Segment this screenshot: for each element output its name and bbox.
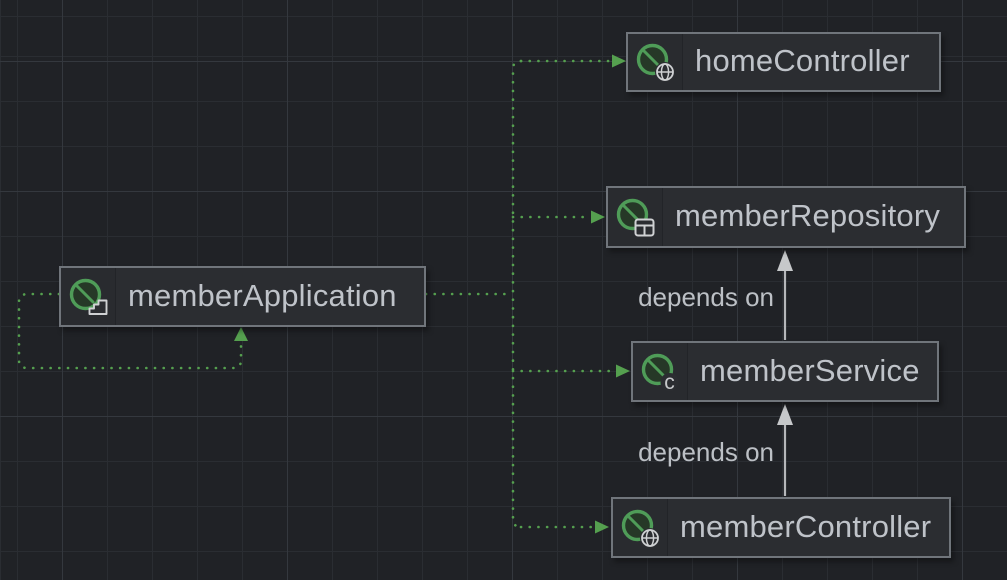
- node-memberController[interactable]: memberController: [611, 497, 951, 558]
- spring-bean-controller-icon: [628, 34, 683, 90]
- node-memberApplication[interactable]: memberApplication: [59, 266, 426, 327]
- node-label: memberApplication: [128, 277, 397, 313]
- arrowhead-memberController: [595, 520, 609, 534]
- spring-bean-controller-icon: [613, 499, 668, 556]
- node-memberRepository[interactable]: memberRepository: [606, 186, 966, 248]
- spring-bean-repository-icon: [608, 188, 663, 246]
- node-memberService[interactable]: c memberService: [631, 341, 939, 402]
- spring-bean-application-icon: [61, 268, 116, 325]
- arrowhead-self-loop: [234, 327, 248, 341]
- depends-on-label-2: depends on: [638, 437, 774, 467]
- arrowhead-to-repository: [777, 250, 793, 271]
- node-label: homeController: [695, 43, 910, 78]
- depends-on-label-1: depends on: [638, 282, 774, 312]
- spring-bean-component-icon: c: [633, 343, 688, 400]
- node-label: memberService: [700, 352, 920, 388]
- edge-trunk: [511, 59, 523, 529]
- arrowhead-memberService: [616, 364, 630, 378]
- svg-text:c: c: [664, 371, 675, 392]
- arrowhead-memberRepository: [591, 210, 605, 224]
- node-label: memberRepository: [675, 198, 941, 233]
- node-label: memberController: [680, 508, 932, 544]
- arrowhead-homeController: [612, 54, 626, 68]
- node-homeController[interactable]: homeController: [626, 32, 941, 92]
- arrowhead-to-service: [777, 404, 793, 425]
